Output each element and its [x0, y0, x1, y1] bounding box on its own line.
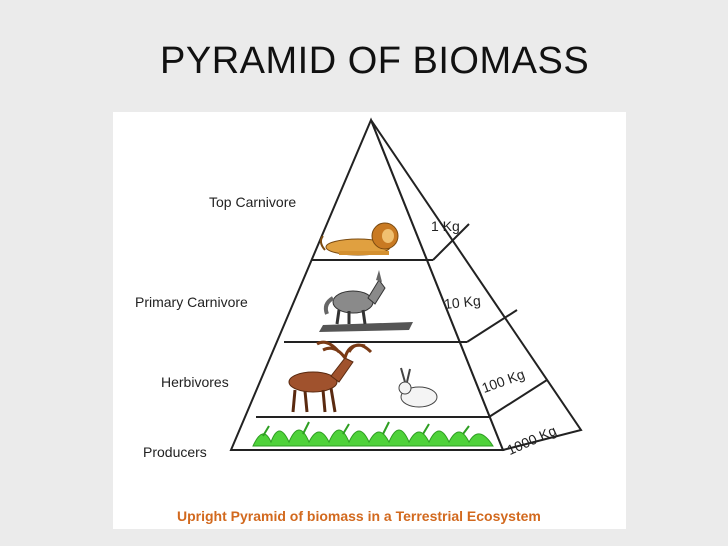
slide-title: PYRAMID OF BIOMASS [160, 40, 590, 82]
divider-1-side [432, 223, 470, 261]
biomass-label-1kg: 1 Kg [431, 218, 460, 234]
level-label-top-carnivore: Top Carnivore [209, 194, 297, 210]
pyramid-diagram [229, 117, 583, 452]
deer-and-rabbit-icon [288, 340, 438, 413]
wolf-icon [319, 270, 413, 332]
level-label-herbivores: Herbivores [161, 374, 229, 390]
grass-icon [252, 421, 494, 447]
level-label-primary-carnivore: Primary Carnivore [135, 294, 248, 310]
divider-2-side [466, 309, 518, 343]
level-label-producers: Producers [143, 444, 207, 460]
lion-icon [319, 222, 399, 256]
pyramid-side-face [370, 119, 583, 452]
pyramid-figure: Top Carnivore Primary Carnivore Herbivor… [113, 112, 626, 529]
divider-3-side [488, 379, 548, 418]
figure-caption: Upright Pyramid of biomass in a Terrestr… [177, 508, 541, 524]
